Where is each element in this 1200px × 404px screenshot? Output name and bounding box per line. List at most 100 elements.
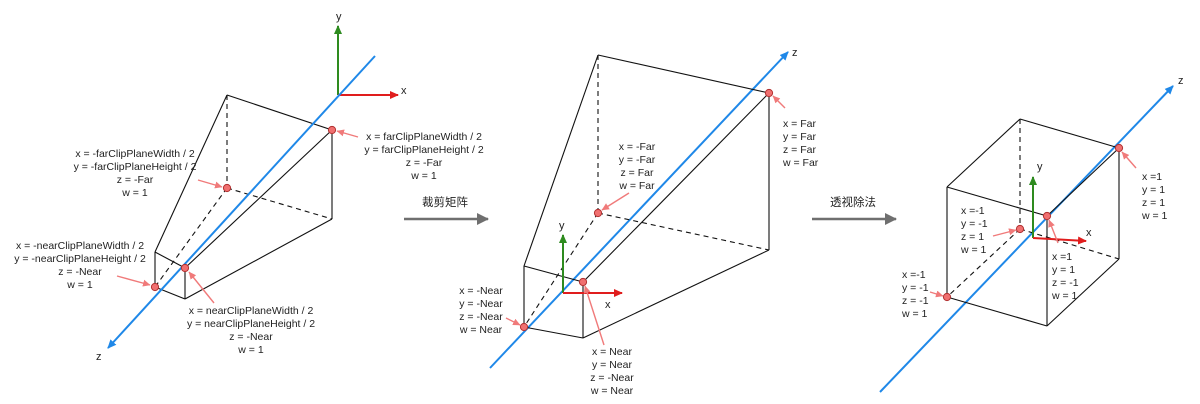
svg-text:z = 1: z = 1 [1142, 197, 1165, 209]
near-left-point [150, 282, 160, 292]
clip-near-left-label: x = -Near y = -Near z = -Near w = Near [459, 285, 503, 336]
svg-text:x = -nearClipPlaneWidth / 2: x = -nearClipPlaneWidth / 2 [16, 240, 144, 252]
svg-text:w = 1: w = 1 [66, 279, 93, 291]
frustum-near-right-label: x = nearClipPlaneWidth / 2 y = nearClipP… [187, 305, 315, 356]
far-left-point [1015, 224, 1025, 234]
frustum-panel: y x z x = -f [14, 11, 484, 363]
pointer-arrow [197, 179, 223, 189]
svg-text:x =1: x =1 [1052, 251, 1072, 263]
svg-text:z = Far: z = Far [783, 144, 816, 156]
svg-text:y = -farClipPlaneHeight / 2: y = -farClipPlaneHeight / 2 [74, 161, 197, 173]
y-axis-label: y [336, 11, 342, 23]
frustum-far-left-label: x = -farClipPlaneWidth / 2 y = -farClipP… [74, 148, 197, 199]
svg-text:w = Near: w = Near [459, 324, 503, 336]
near-right-point [578, 277, 588, 287]
pointer-arrow [772, 95, 786, 109]
ndc-cube-edges [946, 118, 1120, 327]
svg-text:y = nearClipPlaneHeight / 2: y = nearClipPlaneHeight / 2 [187, 318, 315, 330]
ndc-panel: z y x x [879, 75, 1184, 393]
svg-text:z = -Near: z = -Near [229, 331, 273, 343]
svg-text:w = 1: w = 1 [121, 187, 148, 199]
ndc-far-right-label: x =1 y = 1 z = 1 w = 1 [1141, 171, 1168, 222]
clip-far-right-label: x = Far y = Far z = Far w = Far [782, 118, 819, 169]
frustum-far-right-label: x = farClipPlaneWidth / 2 y = farClipPla… [364, 131, 484, 182]
frustum-edges [154, 94, 333, 300]
z-axis-arrow [879, 85, 1174, 393]
svg-text:w = 1: w = 1 [901, 308, 928, 320]
svg-text:z = -Near: z = -Near [459, 311, 503, 323]
pointer-arrow [1048, 219, 1059, 244]
clip-space-edges [523, 54, 770, 339]
perspective-divide-step: 透视除法 [812, 195, 897, 225]
svg-text:w = 1: w = 1 [1051, 290, 1078, 302]
svg-text:w = 1: w = 1 [237, 344, 264, 356]
clip-matrix-label: 裁剪矩阵 [422, 195, 468, 209]
svg-text:x = Near: x = Near [592, 346, 632, 358]
pointer-arrow [188, 271, 215, 304]
svg-text:z = Far: z = Far [621, 167, 654, 179]
x-axis-label: x [401, 85, 407, 97]
svg-text:x =1: x =1 [1142, 171, 1162, 183]
clip-matrix-step: 裁剪矩阵 [404, 195, 489, 225]
pointer-arrow [929, 290, 944, 298]
clip-near-right-label: x = Near y = Near z = -Near w = Near [590, 346, 634, 397]
svg-text:y = 1: y = 1 [1052, 264, 1075, 276]
svg-text:y = Far: y = Far [783, 131, 816, 143]
svg-text:z = -Near: z = -Near [58, 266, 102, 278]
y-axis-label: y [559, 220, 565, 232]
pointer-arrow [601, 192, 630, 211]
svg-text:x = nearClipPlaneWidth / 2: x = nearClipPlaneWidth / 2 [189, 305, 314, 317]
x-axis-arrow [1032, 236, 1087, 245]
near-right-point [180, 263, 190, 273]
far-left-point [593, 208, 603, 218]
pointer-arrow [336, 129, 359, 138]
svg-text:x =-1: x =-1 [902, 269, 926, 281]
frustum-near-left-label: x = -nearClipPlaneWidth / 2 y = -nearCli… [14, 240, 146, 291]
svg-text:y = -Far: y = -Far [619, 154, 656, 166]
perspective-divide-label: 透视除法 [830, 195, 876, 209]
pointer-arrow [116, 275, 151, 287]
svg-text:x = -farClipPlaneWidth / 2: x = -farClipPlaneWidth / 2 [75, 148, 195, 160]
svg-text:y = farClipPlaneHeight / 2: y = farClipPlaneHeight / 2 [364, 144, 484, 156]
svg-text:x = -Far: x = -Far [619, 141, 656, 153]
svg-text:x = -Near: x = -Near [459, 285, 503, 297]
svg-text:z = -1: z = -1 [1052, 277, 1079, 289]
far-right-point [764, 88, 774, 98]
svg-text:y = Near: y = Near [592, 359, 632, 371]
far-left-point [222, 183, 232, 193]
svg-text:z = -1: z = -1 [902, 295, 929, 307]
ndc-far-left-label: x =-1 y = -1 z = 1 w = 1 [960, 205, 988, 256]
z-axis-label: z [96, 351, 102, 363]
near-left-point [942, 292, 952, 302]
svg-text:w = Near: w = Near [590, 385, 634, 397]
svg-text:w = Far: w = Far [782, 157, 819, 169]
pointer-arrow [992, 228, 1017, 237]
svg-text:x = Far: x = Far [783, 118, 816, 130]
svg-text:x = farClipPlaneWidth / 2: x = farClipPlaneWidth / 2 [366, 131, 482, 143]
near-left-point [519, 322, 529, 332]
z-axis-arrow [489, 51, 789, 369]
svg-text:x =-1: x =-1 [961, 205, 985, 217]
svg-text:y = -1: y = -1 [961, 218, 988, 230]
svg-text:z = -Far: z = -Far [406, 157, 443, 169]
z-axis-label: z [1178, 75, 1184, 87]
svg-text:w = 1: w = 1 [1141, 210, 1168, 222]
y-axis-label: y [1037, 161, 1043, 173]
svg-text:z = 1: z = 1 [961, 231, 984, 243]
pointer-arrow [505, 317, 521, 326]
svg-text:y = 1: y = 1 [1142, 184, 1165, 196]
far-right-point [1114, 143, 1124, 153]
clip-far-left-label: x = -Far y = -Far z = Far w = Far [618, 141, 655, 192]
svg-text:w = 1: w = 1 [410, 170, 437, 182]
pointer-arrow [583, 285, 605, 346]
ndc-near-right-label: x =1 y = 1 z = -1 w = 1 [1051, 251, 1079, 302]
ndc-near-left-label: x =-1 y = -1 z = -1 w = 1 [901, 269, 929, 320]
svg-text:w = Far: w = Far [618, 180, 655, 192]
x-axis-label: x [1086, 227, 1092, 239]
svg-text:y = -nearClipPlaneHeight / 2: y = -nearClipPlaneHeight / 2 [14, 253, 146, 265]
x-axis-label: x [605, 299, 611, 311]
clip-space-panel: z y x x [459, 47, 819, 397]
svg-text:w = 1: w = 1 [960, 244, 987, 256]
z-axis-label: z [792, 47, 798, 59]
